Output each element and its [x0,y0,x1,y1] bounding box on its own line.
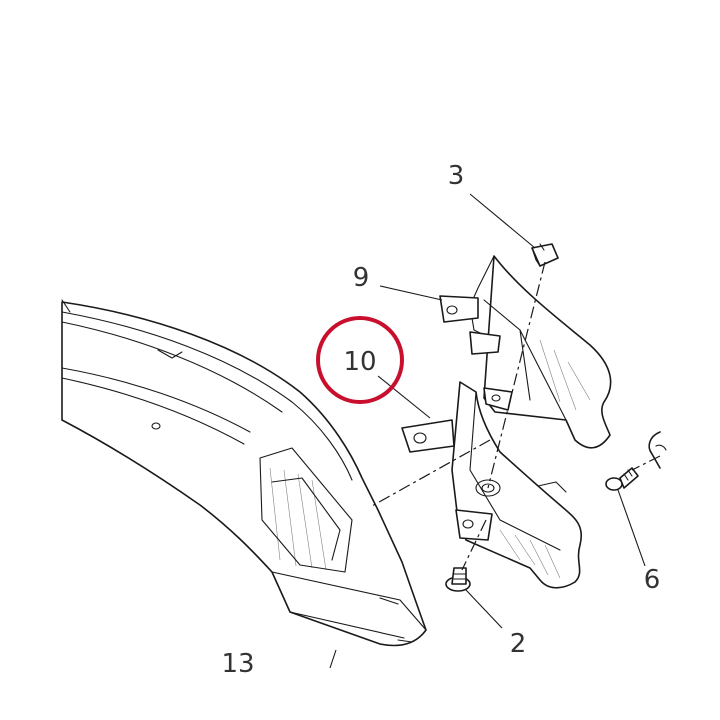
part-13-fairing-panel [61,299,427,647]
callout-3: 3 [448,161,465,191]
highlight-ring [316,316,404,404]
part-2-screw [445,567,471,592]
part-3-clip-nut [531,243,559,267]
callout-2: 2 [510,629,527,659]
assembly-axes [371,261,661,571]
callout-9: 9 [353,263,370,293]
part-9-bracket [439,255,612,449]
part-10-bracket [401,381,582,589]
callout-6: 6 [644,565,661,595]
callout-10: 10 [343,347,376,377]
callout-13: 13 [221,649,254,679]
part-6-screw [605,467,639,491]
leader-lines [329,193,646,669]
adjacent-part-edge [648,431,667,469]
